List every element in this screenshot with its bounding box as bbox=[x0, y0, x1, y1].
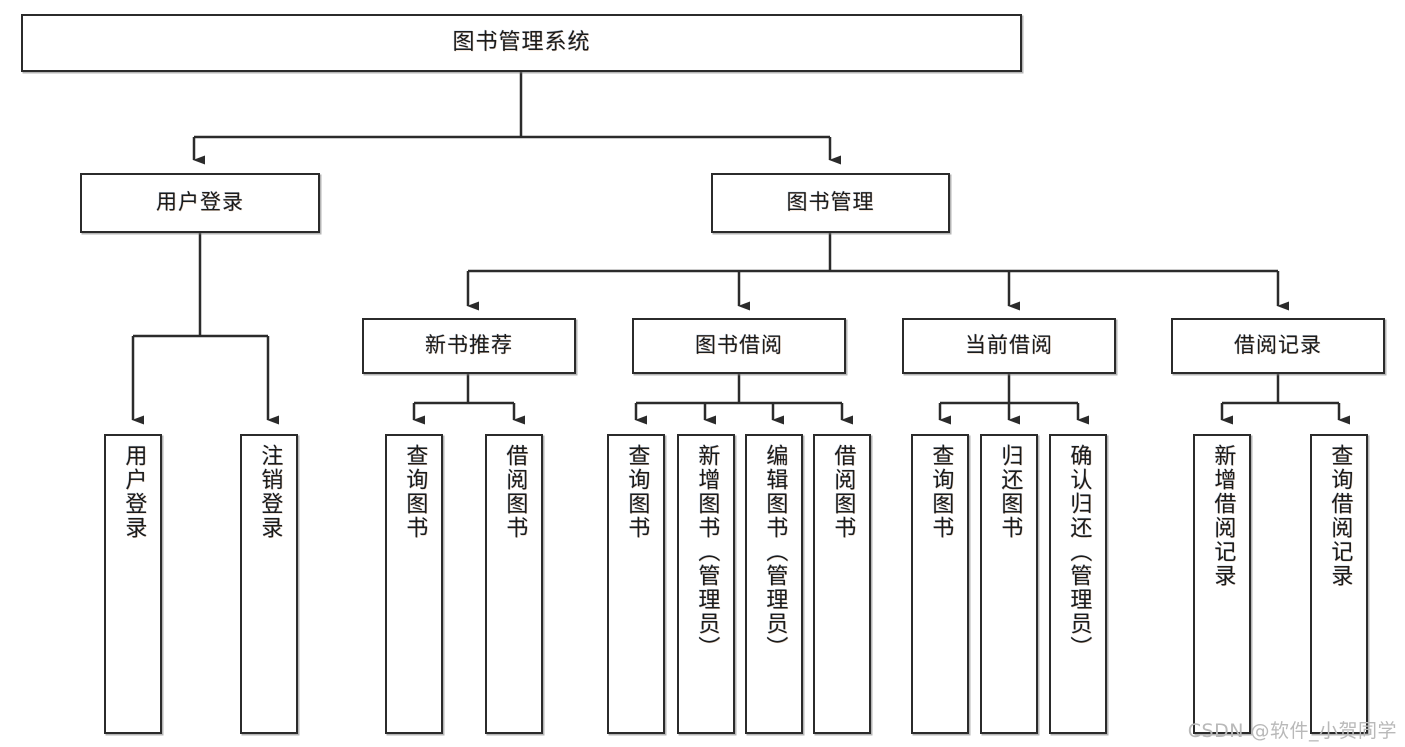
node-leaf-return-book-label: 归还图书 bbox=[997, 444, 1023, 540]
node-leaf-borrow-book-1-label: 借阅图书 bbox=[502, 444, 528, 540]
node-leaf-query-book-1-label: 查询图书 bbox=[402, 444, 428, 540]
node-leaf-borrow-book-1[interactable]: 借阅图书 bbox=[485, 434, 543, 734]
node-leaf-edit-book-label: 编辑图书（管理员） bbox=[762, 444, 788, 660]
node-borrow-record-label: 借阅记录 bbox=[1234, 333, 1322, 358]
node-leaf-user-login-label: 用户登录 bbox=[121, 444, 147, 540]
node-book-borrow-label: 图书借阅 bbox=[695, 333, 783, 358]
node-leaf-add-book-label: 新增图书（管理员） bbox=[694, 444, 720, 660]
node-root-label: 图书管理系统 bbox=[452, 29, 591, 55]
node-borrow-record[interactable]: 借阅记录 bbox=[1171, 318, 1385, 374]
node-leaf-return-book[interactable]: 归还图书 bbox=[980, 434, 1038, 734]
node-leaf-add-book[interactable]: 新增图书（管理员） bbox=[677, 434, 735, 734]
node-book-manage-label: 图书管理 bbox=[786, 190, 875, 215]
node-new-book-rec[interactable]: 新书推荐 bbox=[362, 318, 576, 374]
node-leaf-edit-book[interactable]: 编辑图书（管理员） bbox=[745, 434, 803, 734]
node-new-book-rec-label: 新书推荐 bbox=[425, 333, 513, 358]
node-leaf-add-record[interactable]: 新增借阅记录 bbox=[1193, 434, 1251, 734]
node-book-borrow[interactable]: 图书借阅 bbox=[632, 318, 846, 374]
node-leaf-confirm-return[interactable]: 确认归还（管理员） bbox=[1049, 434, 1107, 734]
node-leaf-query-record[interactable]: 查询借阅记录 bbox=[1310, 434, 1368, 734]
node-book-manage[interactable]: 图书管理 bbox=[711, 173, 950, 233]
node-leaf-query-book-3[interactable]: 查询图书 bbox=[911, 434, 969, 734]
node-leaf-user-logout-label: 注销登录 bbox=[257, 444, 283, 540]
node-leaf-confirm-return-label: 确认归还（管理员） bbox=[1066, 444, 1092, 660]
node-user-login-label: 用户登录 bbox=[156, 190, 244, 215]
node-leaf-borrow-book-2[interactable]: 借阅图书 bbox=[813, 434, 871, 734]
node-leaf-borrow-book-2-label: 借阅图书 bbox=[830, 444, 856, 540]
node-user-login[interactable]: 用户登录 bbox=[80, 173, 320, 233]
node-current-borrow-label: 当前借阅 bbox=[965, 333, 1053, 358]
node-root[interactable]: 图书管理系统 bbox=[21, 14, 1022, 72]
node-leaf-user-login[interactable]: 用户登录 bbox=[104, 434, 162, 734]
node-leaf-query-book-2[interactable]: 查询图书 bbox=[607, 434, 665, 734]
node-leaf-user-logout[interactable]: 注销登录 bbox=[240, 434, 298, 734]
node-leaf-add-record-label: 新增借阅记录 bbox=[1210, 444, 1236, 588]
node-leaf-query-book-1[interactable]: 查询图书 bbox=[385, 434, 443, 734]
node-current-borrow[interactable]: 当前借阅 bbox=[902, 318, 1116, 374]
node-leaf-query-record-label: 查询借阅记录 bbox=[1327, 444, 1353, 588]
node-leaf-query-book-3-label: 查询图书 bbox=[928, 444, 954, 540]
csdn-watermark: CSDN @软件_小贺同学 bbox=[1187, 720, 1397, 742]
node-leaf-query-book-2-label: 查询图书 bbox=[624, 444, 650, 540]
